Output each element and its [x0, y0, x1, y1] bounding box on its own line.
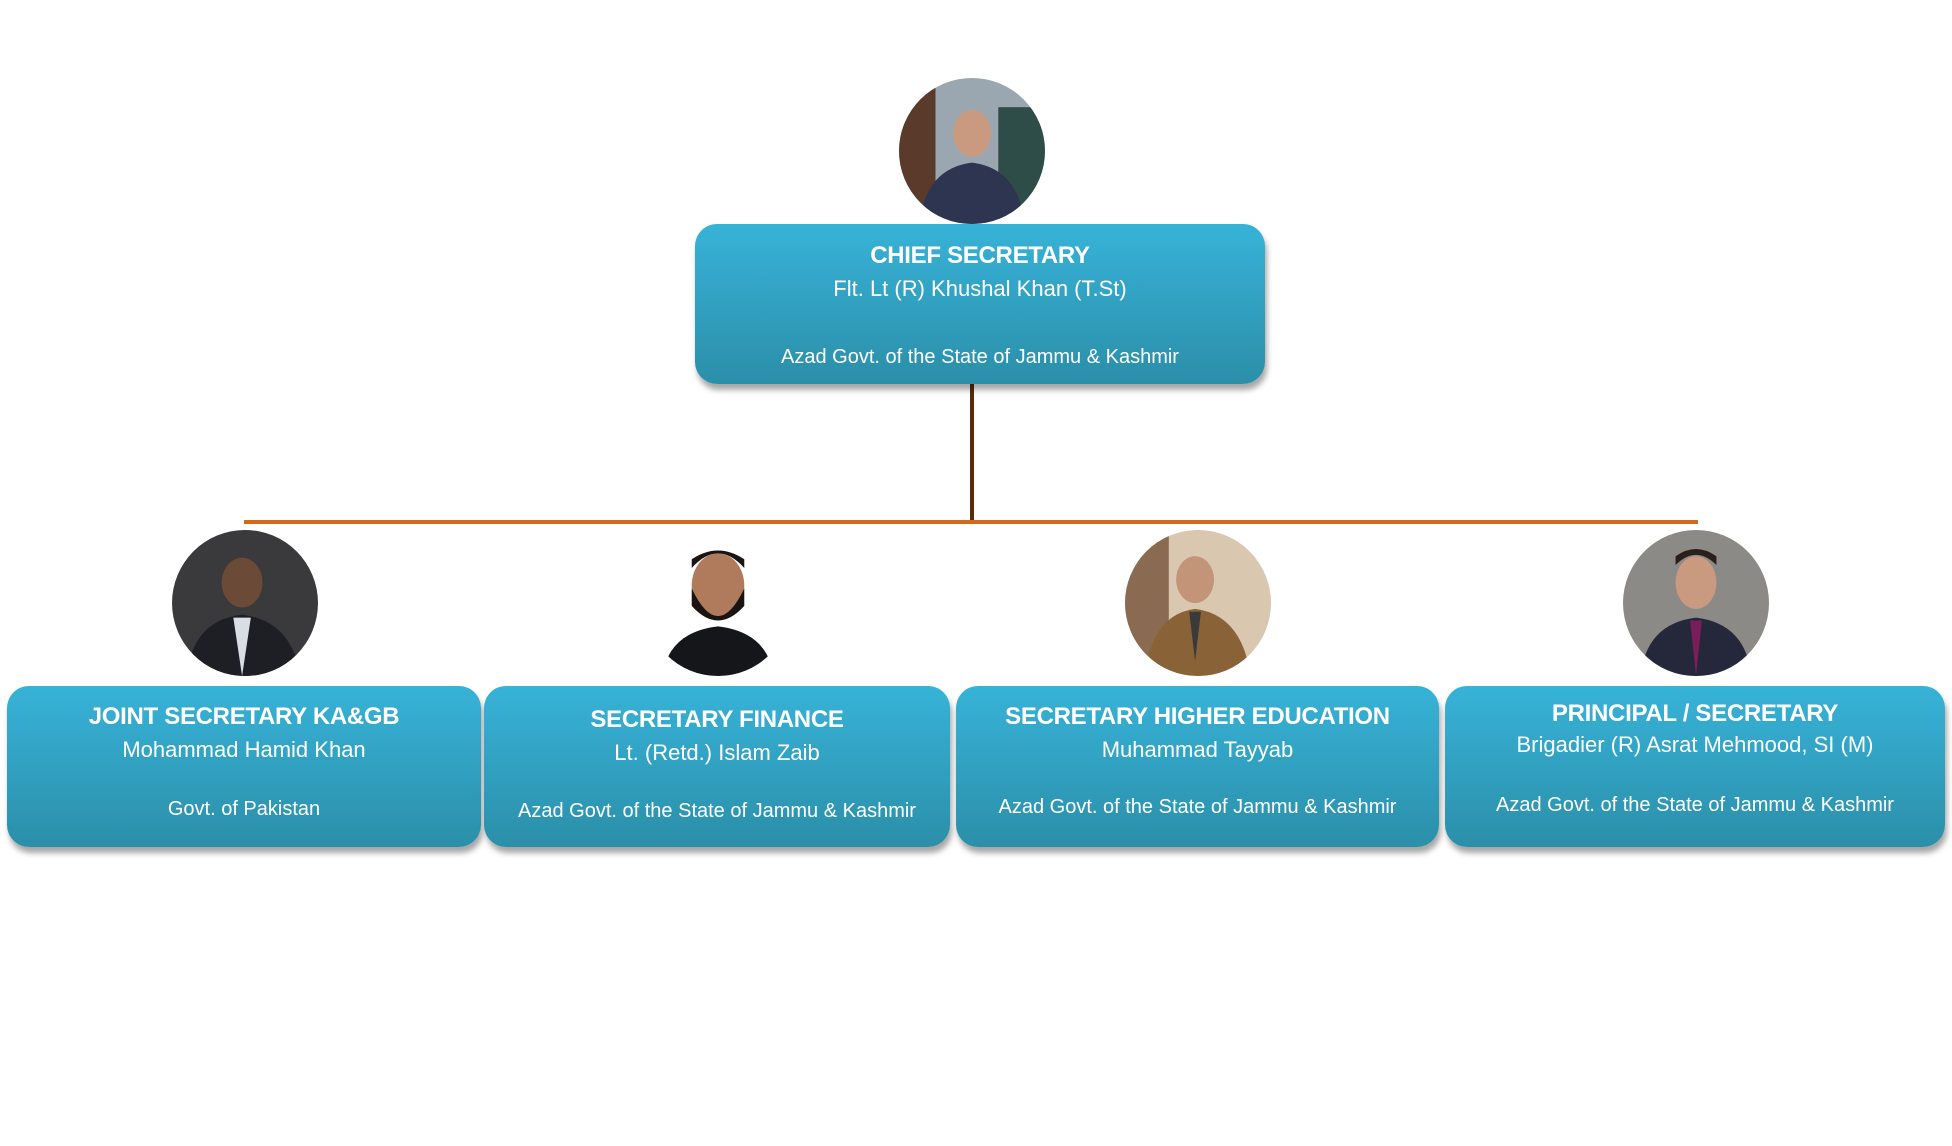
position-title: SECRETARY FINANCE — [590, 706, 844, 733]
person-name: Lt. (Retd.) Islam Zaib — [614, 740, 820, 765]
connector-stem — [970, 384, 974, 524]
secretary-finance-photo — [645, 530, 791, 676]
position-title: SECRETARY HIGHER EDUCATION — [1005, 703, 1390, 730]
principal-secretary-box: PRINCIPAL / SECRETARY Brigadier (R) Asra… — [1445, 686, 1945, 847]
person-name: Brigadier (R) Asrat Mehmood, SI (M) — [1516, 732, 1874, 757]
secretary-higher-education-box: SECRETARY HIGHER EDUCATION Muhammad Tayy… — [956, 686, 1439, 847]
organization: Azad Govt. of the State of Jammu & Kashm… — [781, 346, 1179, 368]
organization: Azad Govt. of the State of Jammu & Kashm… — [518, 800, 916, 822]
position-title: PRINCIPAL / SECRETARY — [1551, 700, 1839, 727]
person-name: Muhammad Tayyab — [1101, 737, 1294, 762]
organization: Azad Govt. of the State of Jammu & Kashm… — [1496, 794, 1894, 816]
chief-secretary-photo — [899, 78, 1045, 224]
secretary-higher-education-photo — [1125, 530, 1271, 676]
person-name: Flt. Lt (R) Khushal Khan (T.St) — [833, 276, 1127, 301]
organization: Azad Govt. of the State of Jammu & Kashm… — [998, 796, 1397, 818]
position-title: JOINT SECRETARY KA&GB — [88, 703, 400, 730]
person-name: Mohammad Hamid Khan — [122, 737, 366, 762]
principal-secretary-photo — [1623, 530, 1769, 676]
joint-secretary-box: JOINT SECRETARY KA&GB Mohammad Hamid Kha… — [7, 686, 481, 847]
connector-bar — [244, 520, 1698, 524]
chief-secretary-box: CHIEF SECRETARY Flt. Lt (R) Khushal Khan… — [695, 224, 1265, 384]
position-title: CHIEF SECRETARY — [870, 242, 1090, 269]
joint-secretary-photo — [172, 530, 318, 676]
organization: Govt. of Pakistan — [167, 798, 321, 820]
secretary-finance-box: SECRETARY FINANCE Lt. (Retd.) Islam Zaib… — [484, 686, 950, 847]
